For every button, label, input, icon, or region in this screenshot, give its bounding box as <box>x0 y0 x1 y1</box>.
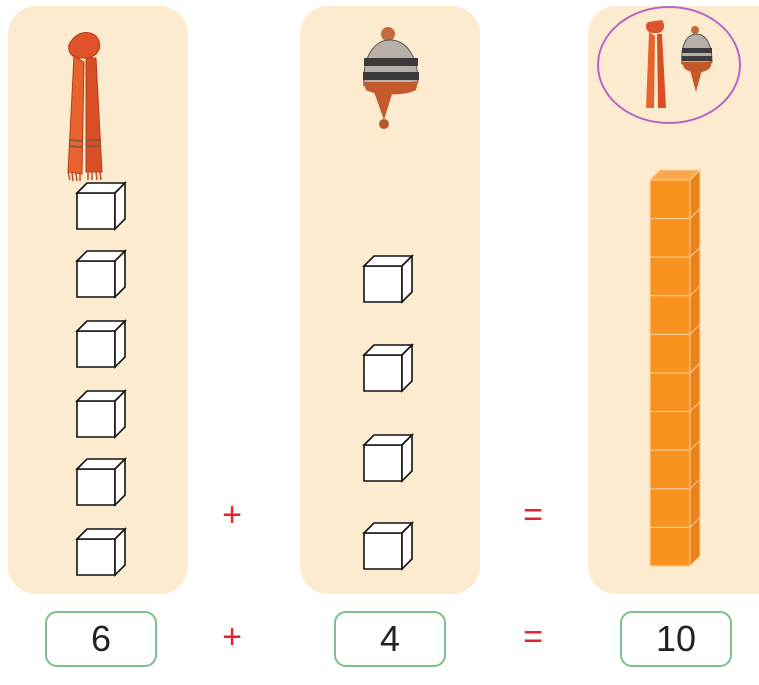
rod-unit <box>650 412 690 451</box>
rod-unit <box>650 180 690 219</box>
scarf-icon <box>58 22 114 182</box>
rod-unit <box>650 296 690 335</box>
hat-unit-cube <box>362 433 416 483</box>
rod-unit <box>650 373 690 412</box>
rod-unit <box>650 219 690 258</box>
scarf-unit-cube <box>75 181 129 231</box>
scarf-unit-cube <box>75 527 129 577</box>
scarf-unit-cube <box>75 389 129 439</box>
addend-b-box: 4 <box>334 611 446 667</box>
plus-sign: + <box>212 498 252 532</box>
rod-unit <box>650 527 690 566</box>
hat-unit-cube <box>362 343 416 393</box>
sum-box: 10 <box>620 611 732 667</box>
equals-sign: = <box>513 498 553 532</box>
ten-rod <box>646 168 702 596</box>
addend-a-box: 6 <box>45 611 157 667</box>
scarf-and-hat-icon <box>596 4 742 126</box>
hat-unit-cube <box>362 521 416 571</box>
scarf-unit-cube <box>75 457 129 507</box>
rod-unit <box>650 334 690 373</box>
winter-hat-icon <box>356 24 426 134</box>
scarf-unit-cube <box>75 249 129 299</box>
rod-unit <box>650 257 690 296</box>
plus-sign-equation: + <box>212 620 252 654</box>
equals-sign-equation: = <box>513 620 553 654</box>
rod-unit <box>650 450 690 489</box>
hat-unit-cube <box>362 254 416 304</box>
scarf-unit-cube <box>75 319 129 369</box>
rod-unit <box>650 489 690 528</box>
